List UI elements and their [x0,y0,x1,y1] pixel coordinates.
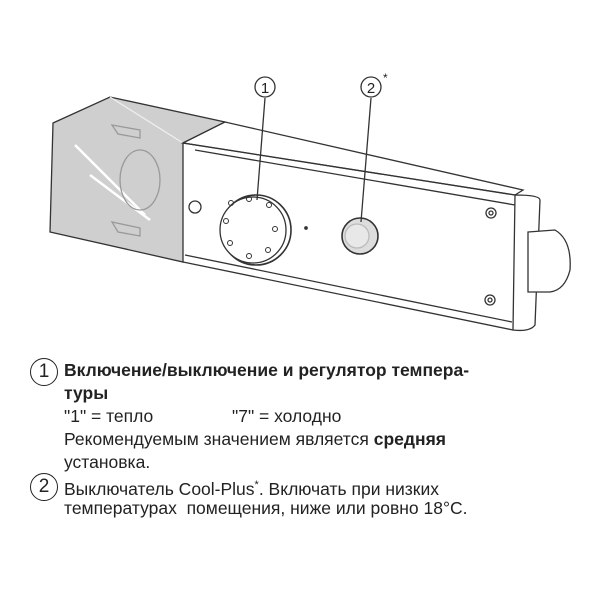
callout-1 [254,76,276,98]
item-2-line2: температурах помещения, ниже или ровно 1… [64,498,468,518]
item-1-title-line1: Включение/выключение и регулятор темпера… [64,360,470,380]
item-1-recommend-line2: установка. [64,452,151,472]
item-2-number: 2 [30,473,58,501]
item-1-warm: "1" = тепло [64,406,154,426]
recommend-text: Рекомендуемым значением является [64,429,374,449]
item-2-prefix: Выключатель Cool-Plus [64,478,255,499]
end-cap [512,194,541,332]
item-2-asterisk: * [254,479,259,491]
item-1-recommend: Рекомендуемым значением является средняя [64,428,446,451]
panel-body [180,121,525,196]
recommend-bold: средняя [373,429,446,449]
callout-2 [360,76,382,98]
callout-2-asterisk: * [383,71,388,85]
callout-1-label: 1 [261,80,269,97]
callout-2-label: 2 [367,80,375,97]
knob-scale [223,196,278,259]
item-2-line1: Выключатель Cool-Plus*. Включать при низ… [64,474,439,501]
handle [527,229,571,293]
item-1-number: 1 [30,358,58,386]
item-2-suffix: . Включать при низких [258,478,439,499]
lamp-cover [49,96,227,263]
item-1-title-line2: туры [64,383,109,403]
item-1-cold: "7" = холодно [232,406,342,426]
